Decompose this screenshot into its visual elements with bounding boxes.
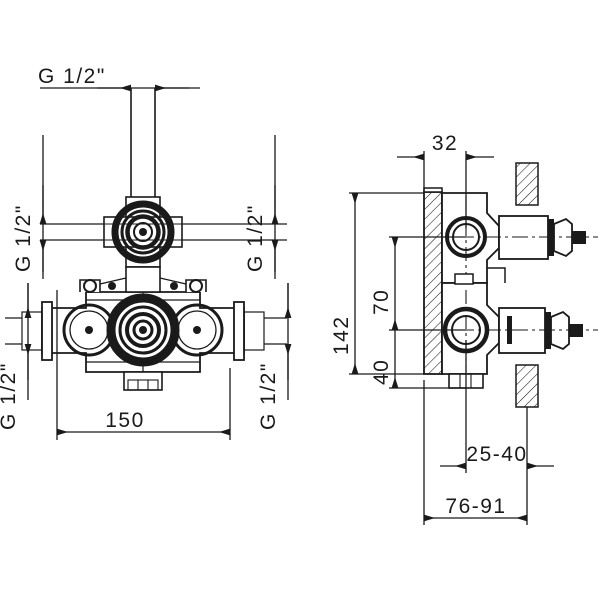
top-thread-label: G 1/2"	[38, 65, 106, 88]
thermostatic-cartridge	[106, 292, 180, 372]
height-70-label: 70	[370, 289, 393, 315]
lower-left-thread-label: G 1/2"	[0, 362, 20, 430]
block-shoulder-detail	[454, 267, 506, 285]
upper-cartridge	[111, 200, 175, 264]
height-40-dim	[389, 330, 466, 389]
height-70-dim	[389, 236, 466, 331]
depth-76-91-dim	[423, 380, 528, 525]
mounting-bracket-right	[170, 279, 207, 293]
right-port-flange	[233, 301, 287, 361]
mounting-flange-plate	[423, 187, 443, 375]
depth-25-40-label: 25-40	[466, 443, 527, 466]
upper-right-thread-label: G 1/2"	[244, 204, 267, 272]
upper-left-thread-label: G 1/2"	[12, 204, 35, 272]
side-section-view	[349, 151, 598, 525]
height-40-label: 40	[370, 359, 393, 385]
top-inlet-pipe	[130, 88, 156, 197]
left-port-flange	[5, 301, 53, 361]
height-142-label: 142	[330, 315, 353, 355]
height-142-dim	[349, 192, 424, 375]
depth-76-91-label: 76-91	[445, 495, 506, 518]
front-view	[5, 84, 292, 440]
mounting-bracket-left	[79, 279, 116, 293]
width-150-label: 150	[105, 409, 145, 432]
body-neck	[125, 266, 161, 293]
bracket-tie-bars	[99, 277, 187, 285]
lower-right-thread-label: G 1/2"	[257, 362, 280, 430]
width-150-dim	[56, 290, 231, 440]
bottom-outlet	[123, 371, 163, 391]
wall-section-upper	[515, 162, 539, 206]
depth-32-label: 32	[432, 132, 458, 155]
depth-25-40-dim	[440, 340, 554, 473]
upper-cross-arms	[40, 223, 287, 241]
depth-32-dim	[397, 151, 494, 228]
wall-section-lower	[515, 364, 539, 408]
